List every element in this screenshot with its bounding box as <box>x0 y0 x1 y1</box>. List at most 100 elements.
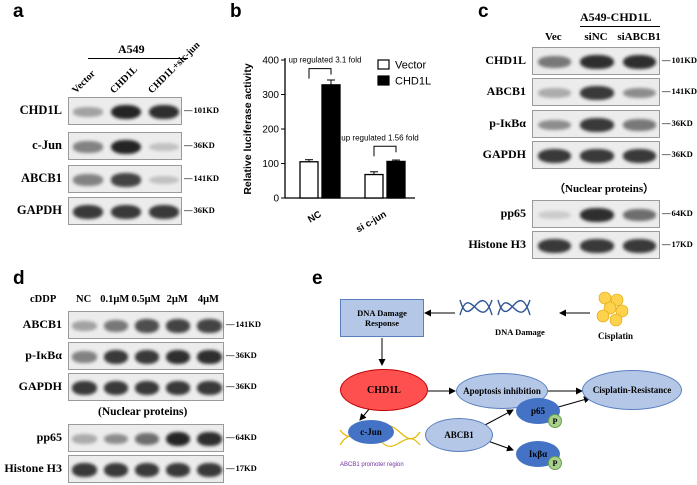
panel_d-band <box>72 462 97 478</box>
panel_c-kd-marker: 36KD <box>662 149 693 159</box>
ikba-phospho-mark: P <box>548 456 562 470</box>
panel_d-band <box>103 462 128 478</box>
panel_d-band <box>197 462 222 478</box>
panel_a-kd-marker: 101KD <box>184 105 220 115</box>
panel_c-band <box>623 87 657 99</box>
panel_a-band <box>73 141 103 153</box>
panel_d-blot-strip <box>68 424 224 452</box>
panel_c-row-label: ABCB1 <box>486 84 526 98</box>
y-tick-label: 100 <box>262 159 279 170</box>
fold-annotation: up regulated 3.1 fold <box>289 56 362 65</box>
legend-swatch <box>377 59 390 70</box>
panel-c-group-line <box>580 26 660 27</box>
panel_d-kd-marker: 36KD <box>226 381 257 391</box>
panel_d-kd-marker: 17KD <box>226 463 257 473</box>
panel_d-band <box>166 349 191 365</box>
y-tick-label: 0 <box>273 194 279 205</box>
panel_d-kd-marker: 64KD <box>226 432 257 442</box>
panel_c-band <box>623 119 657 131</box>
panel_d-band <box>134 432 160 445</box>
panel_d-band <box>72 434 97 444</box>
panel_d-column-label: 0.5μM <box>131 294 161 305</box>
cisplatin-icon <box>596 291 629 327</box>
fold-annotation: up regulated 1.56 fold <box>341 133 418 142</box>
panel_d-band <box>134 319 160 333</box>
panel_c-band <box>623 208 657 221</box>
panel-d-row-header: cDDP <box>30 294 57 305</box>
panel_c-kd-marker: 101KD <box>662 55 697 65</box>
cisplatin-label: Cisplatin <box>598 331 634 341</box>
arrow-chd1l-to-cjun <box>359 407 371 421</box>
panel_a-band <box>111 104 141 120</box>
panel_c-band <box>580 148 614 164</box>
panel_a-kd-marker: 36KD <box>184 205 215 215</box>
panel_d-band <box>72 321 97 331</box>
panel_d-band <box>197 380 222 396</box>
legend-swatch <box>377 75 390 86</box>
panel_c-band <box>623 54 657 70</box>
panel-a-letter: a <box>13 1 24 22</box>
legend-entry: CHD1L <box>395 76 431 88</box>
panel_c-kd-marker: 36KD <box>662 118 693 128</box>
panel_d-band <box>134 462 160 478</box>
panel_d-blot-strip <box>68 311 224 339</box>
y-tick-label: 300 <box>262 90 279 101</box>
panel_c-kd-marker: 64KD <box>662 208 693 218</box>
panel_c-blot-strip <box>532 141 660 169</box>
promoter-label: ABCB1 promoter region <box>340 462 404 468</box>
panel_d-row-label: ABCB1 <box>22 317 62 331</box>
panel_c-band <box>537 148 571 164</box>
panel_c-column-label: siNC <box>584 31 608 43</box>
panel-d-nuclear-label: (Nuclear proteins) <box>98 406 188 418</box>
panel_d-blot-strip <box>68 455 224 483</box>
panel_d-row-label: pp65 <box>36 430 62 444</box>
panel_c-row-label: pp65 <box>500 206 526 220</box>
resistance-ellipse: Cisplatin-Resistance <box>582 370 682 410</box>
panel_c-band <box>623 238 657 254</box>
panel_c-band <box>580 207 614 223</box>
panel_d-row-label: GAPDH <box>18 379 62 393</box>
panel_c-band <box>537 210 571 220</box>
significance-bracket <box>373 145 397 157</box>
legend-entry: Vector <box>395 60 427 72</box>
p65-phospho-mark: P <box>548 414 562 428</box>
panel_c-band <box>537 119 571 131</box>
panel_a-row-label: ABCB1 <box>21 171 62 185</box>
bar-chd1l <box>321 84 341 199</box>
panel_c-band <box>537 56 571 68</box>
panel_c-column-label: siABCB1 <box>617 31 661 43</box>
ddr-box: DNA Damage Response <box>340 299 424 337</box>
panel-a-group-label: A549 <box>118 42 145 56</box>
panel_d-band <box>166 319 191 333</box>
panel_c-band <box>580 85 614 101</box>
panel_d-band <box>103 380 128 396</box>
dna-damage-helix-icon <box>459 299 531 316</box>
panel_c-kd-marker: 141KD <box>662 86 697 96</box>
y-tick-label: 200 <box>262 125 279 136</box>
panel_c-band <box>580 54 614 70</box>
panel_c-row-label: CHD1L <box>485 53 526 67</box>
panel_c-row-label: p-IκBα <box>489 116 526 130</box>
panel_d-kd-marker: 36KD <box>226 350 257 360</box>
panel_c-blot-strip <box>532 47 660 75</box>
panel_a-band <box>111 139 141 155</box>
panel_a-band <box>73 174 103 186</box>
x-tick-label: NC <box>306 209 324 225</box>
panel_c-band <box>537 238 571 254</box>
panel_d-band <box>103 349 128 365</box>
chd1l-ellipse: CHD1L <box>340 369 428 411</box>
panel_a-band <box>73 107 103 117</box>
panel_d-band <box>166 380 191 396</box>
arrow-abcb1-to-p65 <box>484 409 514 426</box>
panel_c-band <box>537 88 571 98</box>
panel_a-band <box>149 142 179 152</box>
panel_d-band <box>197 431 222 447</box>
panel_c-blot-strip <box>532 110 660 138</box>
panel_d-band <box>134 380 160 396</box>
panel_c-blot-strip <box>532 200 660 228</box>
panel_c-blot-strip <box>532 78 660 106</box>
cjun-ellipse: c-Jun <box>348 420 394 444</box>
bar-vector <box>299 161 319 199</box>
panel_d-blot-strip <box>68 342 224 370</box>
panel_a-band <box>111 173 141 187</box>
